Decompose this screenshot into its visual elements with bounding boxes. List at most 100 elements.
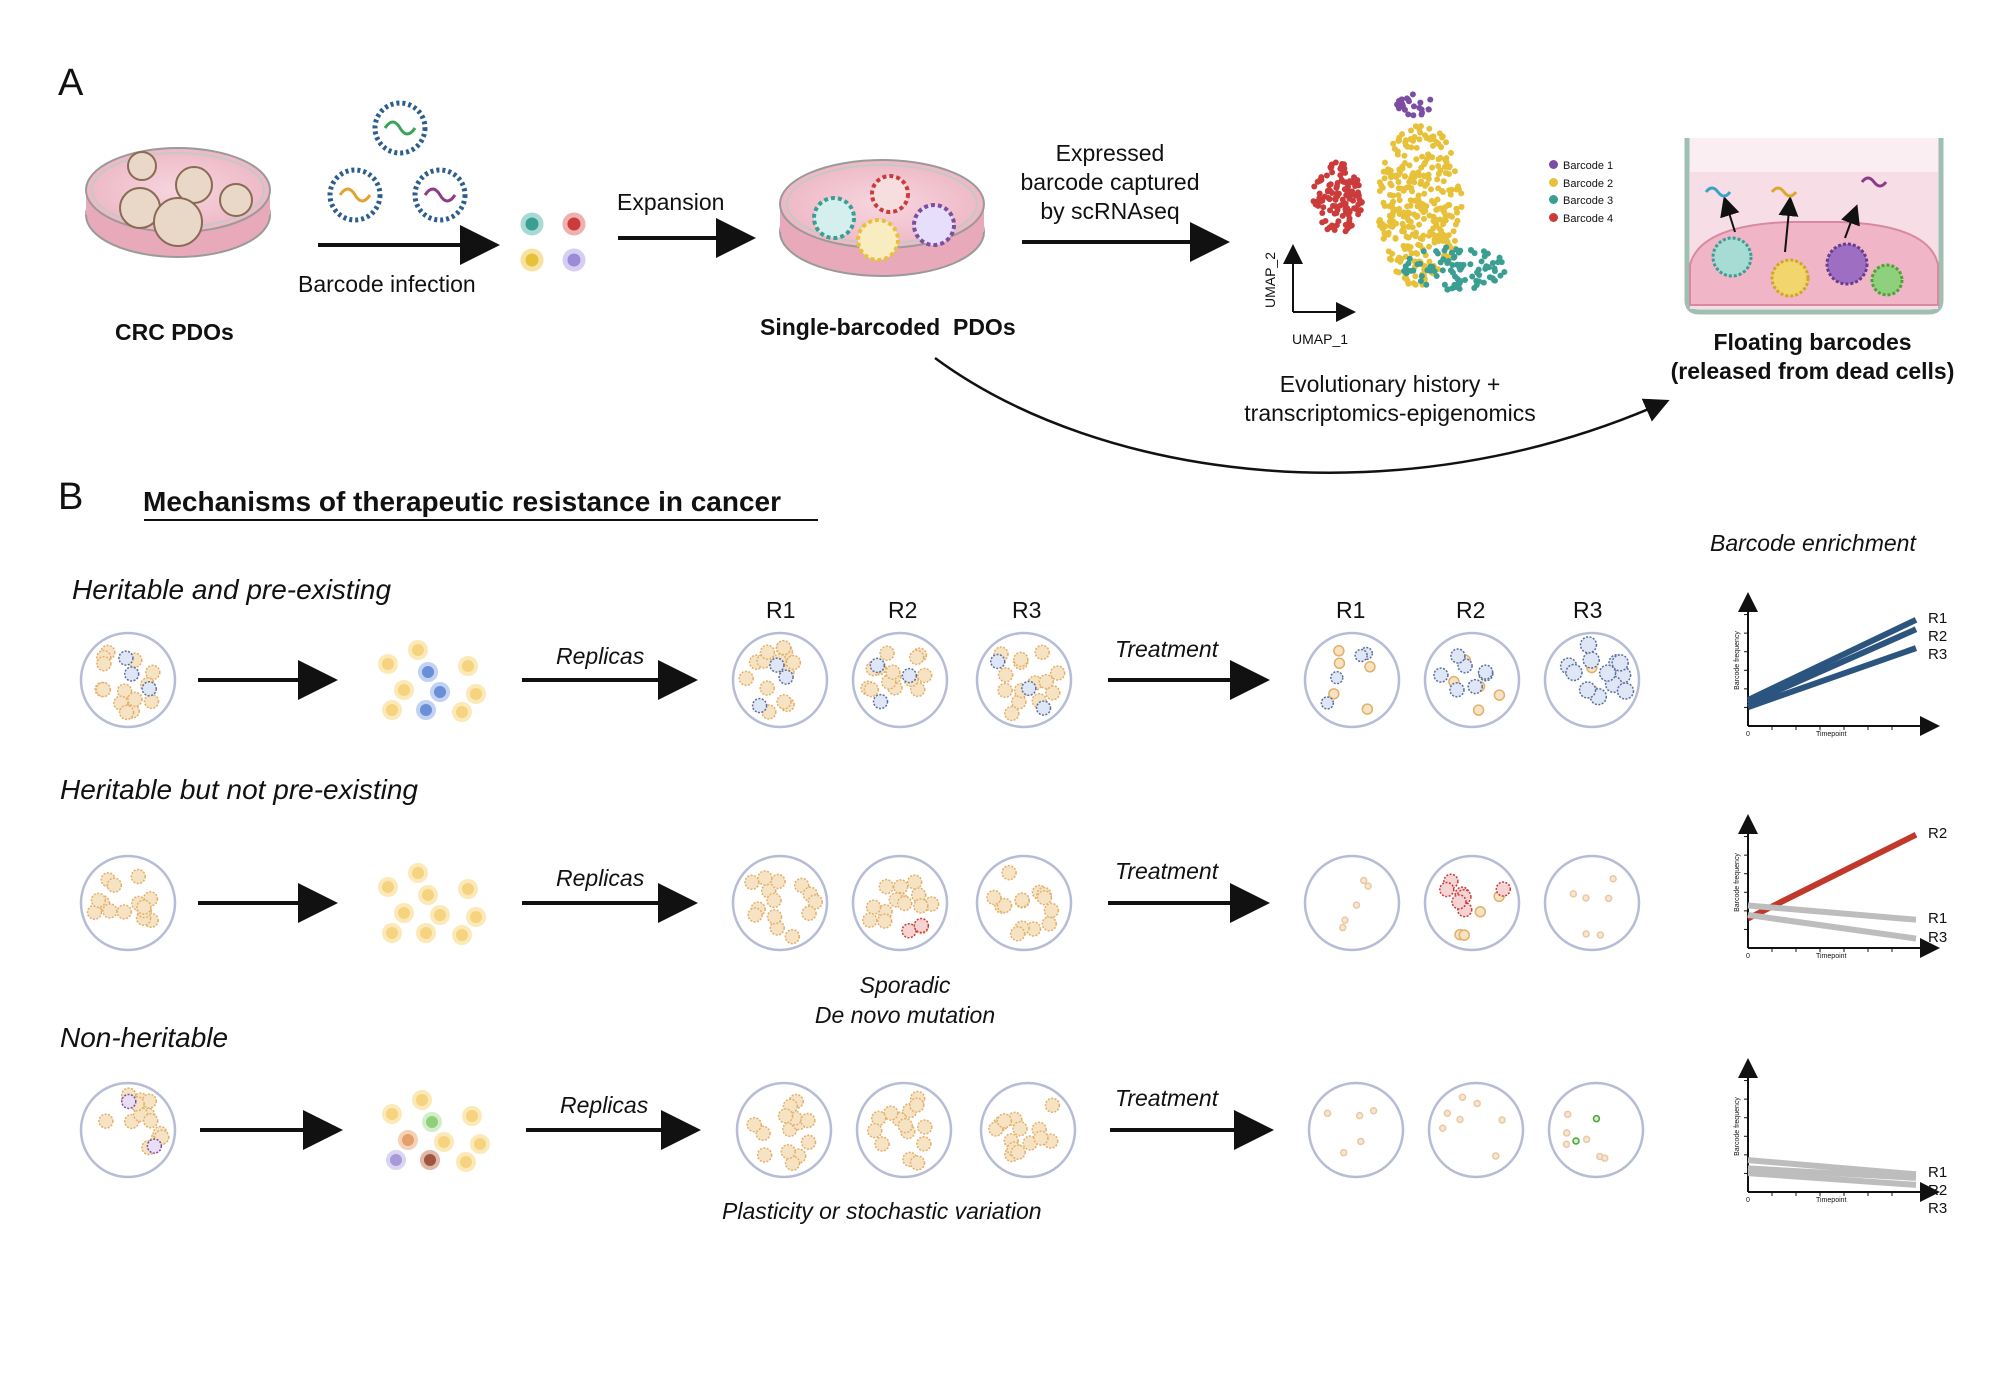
umap-point (1392, 235, 1399, 242)
umap-point (1435, 141, 1442, 148)
culture-well (1684, 138, 1944, 315)
sporadic-note: Sporadic De novo mutation (760, 970, 1050, 1030)
umap-point (1443, 139, 1450, 146)
umap-point (1418, 178, 1425, 185)
umap-point (1405, 183, 1412, 190)
umap-legend: Barcode 1 Barcode 2 Barcode 3 Barcode 4 (1549, 158, 1613, 228)
organoid (1014, 892, 1030, 908)
umap-point (1450, 254, 1457, 261)
organoid (1582, 930, 1590, 938)
umap-point (1352, 183, 1359, 190)
single-barcoded-label: Single-barcoded PDOs (760, 314, 1016, 340)
organoid (1354, 648, 1368, 663)
legend-item: Barcode 2 (1549, 176, 1613, 194)
organoid (865, 899, 882, 915)
organoid (1004, 705, 1020, 722)
umap-point (1501, 269, 1508, 276)
umap-point (1327, 164, 1334, 171)
umap-point (1426, 258, 1433, 265)
umap-point (1327, 181, 1334, 188)
floating-line-2: (released from dead cells) (1670, 358, 1955, 384)
organoid (876, 913, 893, 929)
umap-point (1407, 244, 1414, 251)
umap-point (1395, 137, 1402, 144)
umap-point (1421, 132, 1428, 139)
organoid (869, 657, 886, 674)
umap-point (1404, 95, 1411, 102)
umap-point (1349, 188, 1356, 195)
organoid (118, 704, 135, 721)
chart-series-line (1747, 1157, 1917, 1178)
organoid (1451, 894, 1467, 910)
umap-point (1390, 140, 1397, 147)
umap-point (1327, 207, 1334, 214)
organoid (751, 697, 768, 714)
organoid (1043, 902, 1060, 919)
evo-line-2: transcriptomics-epigenomics (1244, 400, 1536, 426)
umap-point (1420, 232, 1427, 239)
organoid (878, 878, 895, 895)
organoid (127, 691, 143, 708)
umap-point (1430, 213, 1437, 220)
organoid (769, 657, 785, 673)
organoid (90, 892, 107, 909)
umap-point (1491, 265, 1498, 272)
organoid (1001, 864, 1017, 881)
umap-point (1439, 267, 1446, 274)
umap-point (1342, 228, 1349, 235)
organoid (1495, 881, 1512, 897)
umap-point (1417, 242, 1424, 249)
single-cell (408, 863, 428, 883)
umap-point (1441, 209, 1448, 216)
expressed-line-1: Expressed (1055, 140, 1165, 166)
organoid (146, 1138, 163, 1154)
single-cell (382, 923, 402, 943)
umap-point (1387, 256, 1394, 263)
organoid (1361, 703, 1374, 715)
replica-r3-label: R3 (1012, 597, 1042, 623)
organoid (759, 680, 775, 696)
plasticity-note: Plasticity or stochastic variation (722, 1198, 1042, 1224)
organoid (996, 897, 1013, 914)
single-cell (430, 682, 450, 702)
organoid (1449, 682, 1465, 698)
organoid (738, 670, 754, 687)
organoid (1565, 663, 1583, 682)
umap-point (1461, 276, 1468, 283)
umap-point (1423, 281, 1430, 288)
organoid (879, 645, 895, 661)
umap-point (1409, 224, 1416, 231)
row2-label: Heritable but not pre-existing (60, 774, 418, 805)
umap-point (1425, 106, 1432, 113)
chart-origin-label: 0 (1746, 731, 1750, 738)
umap-point (1339, 212, 1346, 219)
umap-point (1405, 111, 1412, 118)
single-cell (382, 1104, 402, 1124)
organoid (1364, 661, 1376, 673)
organoid (1033, 1130, 1049, 1146)
umap-point (1335, 218, 1342, 225)
umap-point (1451, 237, 1458, 244)
legend-dot (1549, 195, 1558, 204)
organoid (142, 1113, 159, 1129)
umap-point (1419, 109, 1426, 116)
treated-r3-label: R3 (1573, 597, 1603, 623)
umap-point (1418, 273, 1425, 280)
organoid (1339, 1148, 1348, 1157)
umap-point (1420, 248, 1427, 255)
umap-point (1417, 99, 1424, 106)
organoid (784, 928, 801, 945)
umap-point (1401, 106, 1408, 113)
organoid (778, 669, 794, 685)
organoid (986, 889, 1002, 906)
evo-line-1: Evolutionary history + (1279, 371, 1501, 397)
organoid (143, 693, 160, 710)
organoid (1443, 1109, 1452, 1118)
umap-point (1342, 221, 1349, 228)
legend-label: Barcode 1 (1563, 160, 1614, 172)
umap-point (1324, 188, 1331, 195)
organoid (1582, 1135, 1591, 1144)
organoid (1598, 664, 1617, 682)
umap-point (1434, 205, 1441, 212)
organoid (141, 1093, 158, 1109)
